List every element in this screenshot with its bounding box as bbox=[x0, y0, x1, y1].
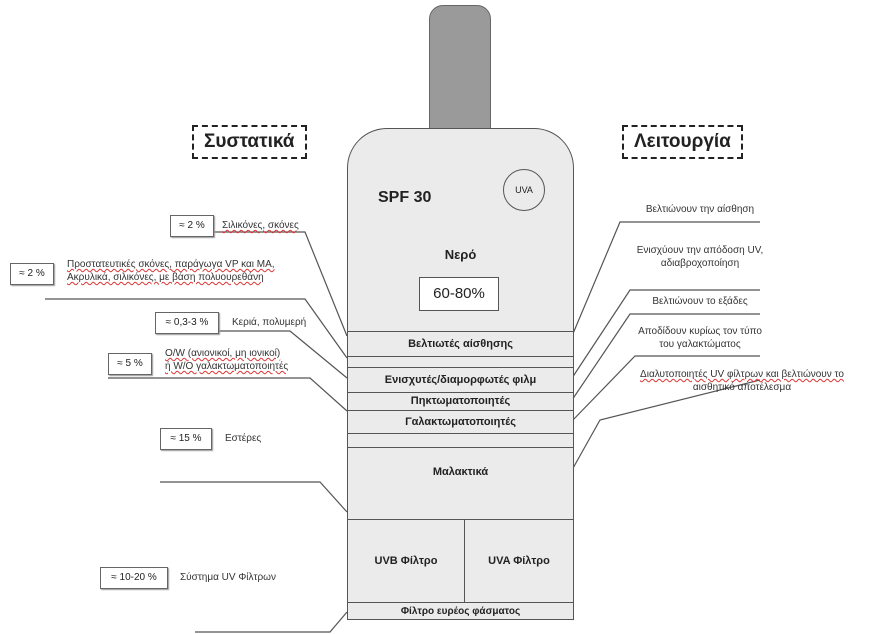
badge-emulsifiers: ≈ 5 % bbox=[108, 353, 152, 375]
spf-label: SPF 30 bbox=[378, 189, 432, 206]
uva-badge-label: UVA bbox=[515, 185, 533, 195]
label-emulsifiers-line1: O/W (ανιονικοί, μη ιονικοί) bbox=[165, 348, 281, 359]
connector-left-1 bbox=[170, 231, 348, 337]
uva-badge: UVA bbox=[503, 169, 545, 211]
heading-ingredients: Συστατικά bbox=[192, 125, 307, 159]
water-label: Νερό bbox=[444, 247, 477, 262]
label-waxes: Κεριά, πολυμερή bbox=[232, 317, 307, 328]
label-silicones: Σιλικόνες, σκόνες bbox=[222, 219, 299, 232]
label-emulsion-type-line2: του γαλακτώματος bbox=[659, 339, 741, 350]
badge-protective-powders: ≈ 2 % bbox=[10, 263, 54, 285]
badge-esters: ≈ 15 % bbox=[160, 428, 212, 450]
label-emulsion-type-line1: Αποδίδουν κυρίως τον τύπο bbox=[638, 326, 762, 337]
label-uv-solubilizers: Διαλυτοποιητές UV φίλτρων και βελτιώνουν… bbox=[608, 368, 876, 394]
broad-spectrum-filter: Φίλτρο ευρέος φάσματος bbox=[348, 602, 573, 619]
uv-filter-section: UVB Φίλτρο UVA Φίλτρο Φίλτρο ευρέος φάσμ… bbox=[348, 519, 573, 619]
bottle-body: SPF 30 UVA Νερό 60-80% Βελτιωτές αίσθηση… bbox=[347, 128, 574, 620]
connector-right-3 bbox=[571, 313, 760, 401]
band-film-formers: Ενισχυτές/διαμορφωτές φιλμ bbox=[348, 367, 573, 393]
label-esters: Εστέρες bbox=[225, 433, 262, 444]
label-uv-performance-line2: αδιαβροχοποίηση bbox=[660, 258, 740, 269]
label-improve-feel: Βελτιώνουν την αίσθηση bbox=[645, 204, 755, 215]
label-uv-filter-system: Σύστημα UV Φίλτρων bbox=[180, 572, 276, 583]
connector-right-2 bbox=[571, 289, 760, 379]
label-protective-powders: Προστατευτικές σκόνες, παράγωγα VP και M… bbox=[67, 258, 327, 284]
label-emulsifiers-line2: ή W/O γαλακτωματοποιητές bbox=[165, 361, 289, 372]
label-uv-performance-line1: Ενισχύουν την απόδοση UV, bbox=[636, 245, 764, 256]
connector-right-1 bbox=[571, 221, 760, 337]
heading-function: Λειτουργία bbox=[622, 125, 743, 159]
label-emulsifiers: O/W (ανιονικοί, μη ιονικοί) ή W/O γαλακτ… bbox=[165, 347, 345, 373]
label-emulsion-type: Αποδίδουν κυρίως τον τύπο του γαλακτώματ… bbox=[610, 325, 790, 351]
band-gelling-agents: Πηκτωματοποιητές bbox=[348, 392, 573, 411]
band-sensory-enhancers: Βελτιωτές αίσθησης bbox=[348, 331, 573, 357]
badge-waxes: ≈ 0,3-3 % bbox=[155, 312, 219, 334]
badge-uv-filter-system: ≈ 10-20 % bbox=[100, 567, 168, 589]
band-emollients: Μαλακτικά bbox=[348, 447, 573, 496]
connector-right-4 bbox=[571, 355, 760, 422]
band-emulsifiers: Γαλακτωματοποιητές bbox=[348, 411, 573, 434]
label-protective-powders-line2: Ακρυλικά, σιλικόνες, με βάση πολυουρεθάν… bbox=[67, 272, 264, 283]
uva-filter-cell: UVA Φίλτρο bbox=[488, 555, 550, 567]
connector-right-5 bbox=[571, 379, 761, 471]
uvb-filter-cell: UVB Φίλτρο bbox=[348, 520, 465, 602]
label-improve-texture: Βελτιώνουν το εξάδες bbox=[652, 296, 748, 307]
label-protective-powders-line1: Προστατευτικές σκόνες, παράγωγα VP και M… bbox=[67, 259, 275, 270]
water-percent: 60-80% bbox=[433, 285, 485, 302]
connector-left-2 bbox=[45, 298, 348, 359]
connector-left-4 bbox=[108, 377, 348, 412]
label-uv-solubilizers-line1: Διαλυτοποιητές UV φίλτρων και βελτιώνουν… bbox=[640, 369, 844, 380]
badge-silicones: ≈ 2 % bbox=[170, 215, 214, 237]
label-uv-performance: Ενισχύουν την απόδοση UV, αδιαβροχοποίησ… bbox=[610, 244, 790, 270]
label-uv-solubilizers-line2: αισθητικό αποτέλεσμα bbox=[692, 382, 792, 393]
label-silicones-text: Σιλικόνες, σκόνες bbox=[222, 220, 299, 231]
connector-left-6 bbox=[195, 611, 348, 633]
connector-left-5 bbox=[160, 481, 348, 513]
water-percent-box: 60-80% bbox=[419, 277, 499, 311]
